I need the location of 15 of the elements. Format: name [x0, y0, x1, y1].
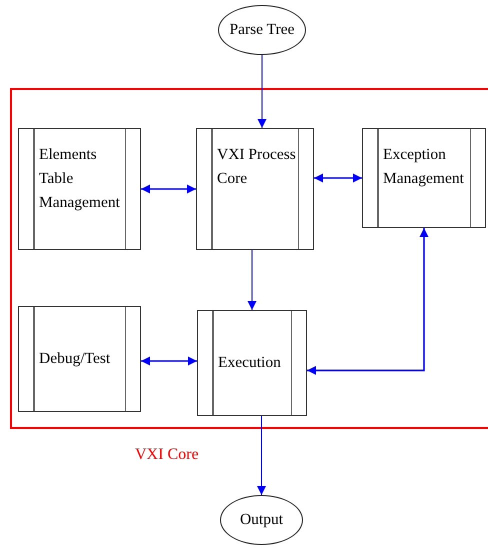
- process-box: VXI Process Core: [196, 128, 314, 250]
- arrow: [257, 416, 266, 496]
- terminal-ellipse: Output: [220, 495, 303, 545]
- terminal-ellipse: Parse Tree: [218, 5, 306, 55]
- arrow: [314, 174, 362, 182]
- process-box: Elements Table Management: [18, 128, 141, 250]
- process-box: Debug/Test: [18, 306, 141, 412]
- arrow: [141, 184, 196, 194]
- arrow: [141, 356, 197, 366]
- process-box: Execution: [197, 310, 307, 416]
- process-box: Exception Management: [362, 128, 486, 228]
- arrow: [258, 54, 266, 128]
- group-title: VXI Core: [135, 446, 199, 464]
- arrow: [307, 228, 428, 375]
- arrow: [248, 250, 256, 310]
